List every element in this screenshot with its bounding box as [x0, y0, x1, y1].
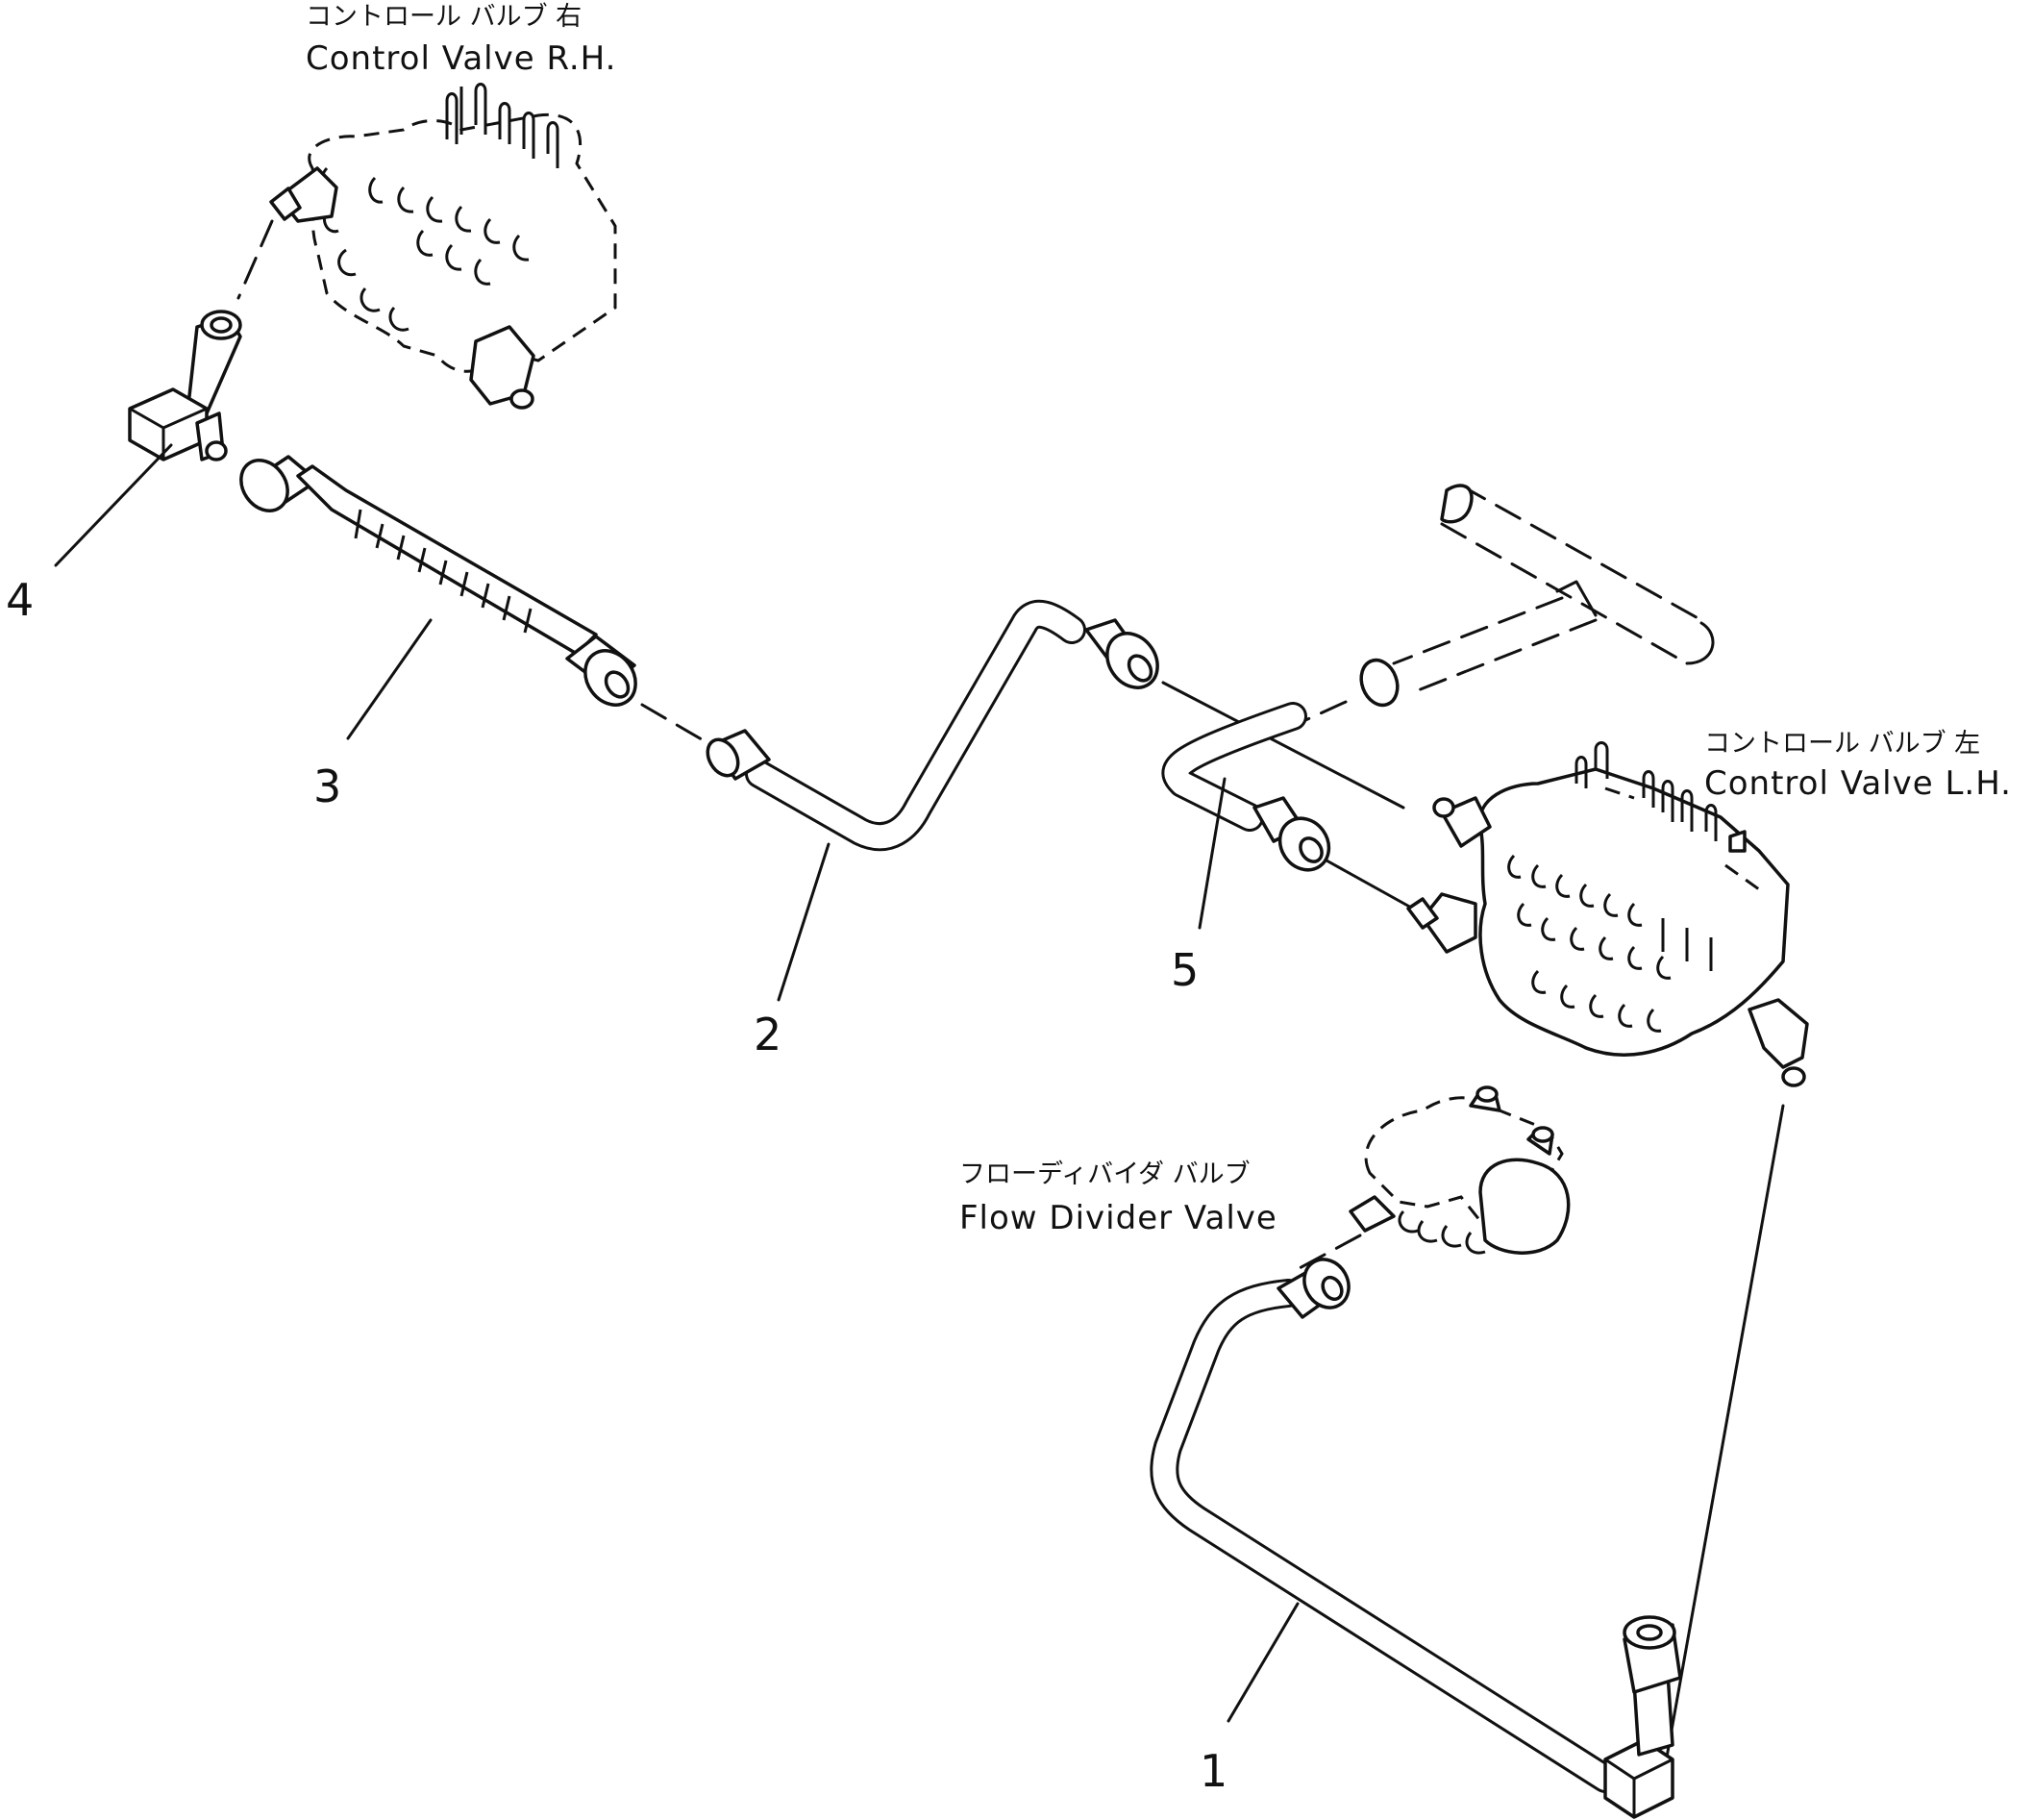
- control-valve-rh: [269, 83, 617, 410]
- dash-rh-to-4: [236, 219, 274, 300]
- part-number-5: 5: [1171, 944, 1199, 996]
- label-control-valve-rh-jp: コントロール バルブ 右: [306, 2, 582, 32]
- leader-2: [777, 842, 831, 1002]
- part-5-tube: [1161, 702, 1331, 872]
- part-number-2: 2: [754, 1009, 781, 1060]
- part-3-hose: [239, 455, 637, 707]
- leader-4: [54, 443, 173, 567]
- tee-pipe-reference: [1291, 484, 1715, 728]
- line-lh-to-1: [1661, 1104, 1785, 1781]
- leader-5: [1198, 777, 1227, 930]
- label-control-valve-lh: Control Valve L.H.: [1704, 764, 2012, 803]
- label-control-valve-lh-jp: コントロール バルブ 左: [1704, 729, 1980, 759]
- leader-1: [1227, 1602, 1300, 1723]
- control-valve-lh: [1406, 741, 1809, 1087]
- part-4-elbow-fitting: [128, 310, 242, 461]
- part-1-tube: [1150, 1258, 1682, 1819]
- label-flow-divider-valve-jp: フローディバイダ バルブ: [959, 1159, 1251, 1189]
- part-number-1: 1: [1200, 1745, 1227, 1797]
- dash-3-to-2: [640, 703, 708, 744]
- line-2-to-lh: [1161, 681, 1405, 810]
- leader-3: [346, 618, 433, 740]
- dash-fdv-to-1: [1296, 1234, 1362, 1271]
- flow-divider-valve: [1349, 1085, 1571, 1255]
- line-5-to-lh: [1325, 859, 1415, 910]
- part-number-4: 4: [6, 574, 34, 626]
- part-2-tube: [706, 599, 1159, 852]
- part-number-3: 3: [313, 760, 341, 812]
- label-control-valve-rh: Control Valve R.H.: [306, 39, 616, 78]
- label-flow-divider-valve: Flow Divider Valve: [959, 1199, 1277, 1237]
